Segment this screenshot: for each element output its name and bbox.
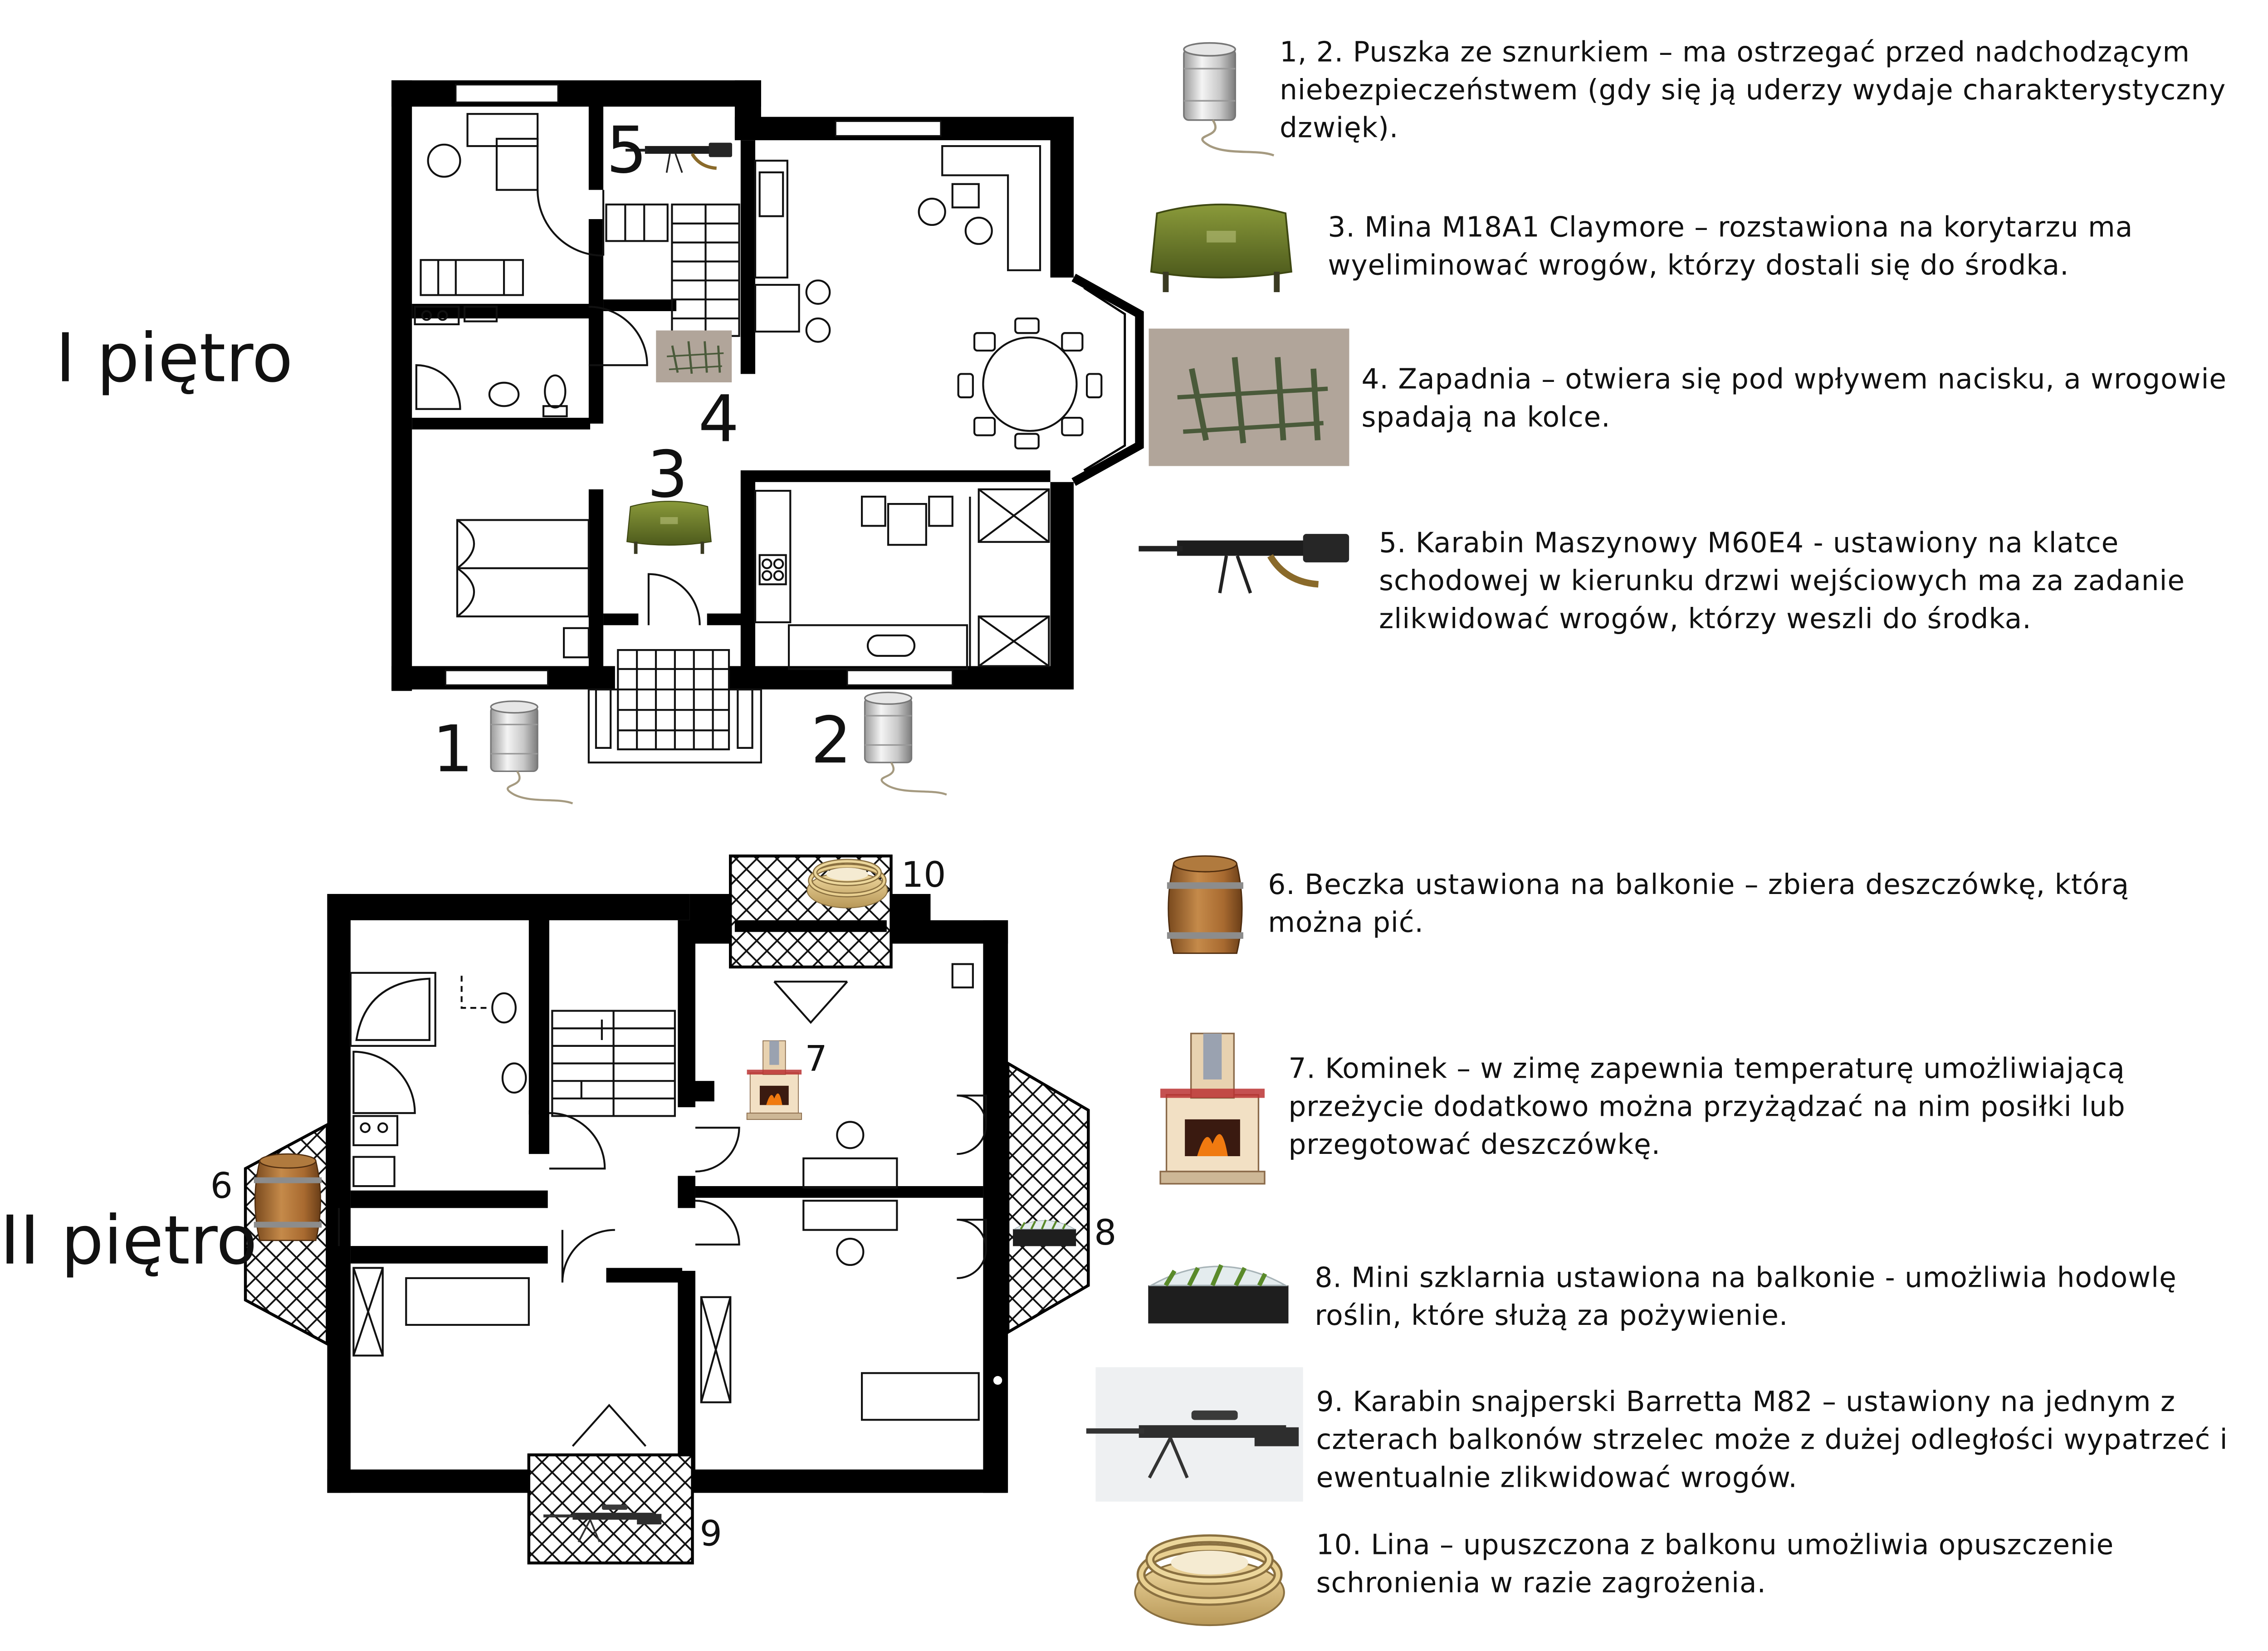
trapdoor-icon <box>1149 328 1349 466</box>
fireplace-icon <box>746 1040 802 1120</box>
legend-item-9: 9. Karabin snajperski Barretta M82 – ust… <box>1316 1386 2228 1495</box>
barrel-icon <box>1166 855 1244 954</box>
legend-item-7: 7. Kominek – w zimę zapewnia temperaturę… <box>1288 1053 2126 1162</box>
legend-item-4: 4. Zapadnia – otwiera się pod wpływem na… <box>1361 363 2227 434</box>
tin-can-icon <box>1184 43 1274 156</box>
second-floor-plan <box>244 854 1090 1565</box>
marker-6: 6 <box>210 1166 233 1206</box>
marker-5: 5 <box>606 113 647 188</box>
marker-10: 10 <box>901 855 946 895</box>
legend-item-10: 10. Lina – upuszczona z balkonu umożliwi… <box>1316 1529 2114 1600</box>
marker-1: 1 <box>432 712 473 786</box>
marker-7: 7 <box>805 1039 827 1080</box>
legend-item-8: 8. Mini szklarnia ustawiona na balkonie … <box>1315 1262 2177 1333</box>
tin-can-icon <box>865 693 947 795</box>
tin-can-icon <box>491 701 572 803</box>
barrel-icon <box>253 1153 323 1241</box>
second-floor-label: II piętro <box>0 1201 258 1280</box>
first-floor-plan <box>391 80 1144 764</box>
marker-4: 4 <box>698 382 739 457</box>
fireplace-icon <box>1159 1032 1266 1185</box>
machine-gun-icon <box>1139 534 1349 593</box>
rope-icon <box>1135 1539 1284 1626</box>
claymore-mine-icon <box>1150 203 1292 293</box>
first-floor-label: I piętro <box>55 318 293 397</box>
marker-3: 3 <box>647 437 688 512</box>
legend-item-3: 3. Mina M18A1 Claymore – rozstawiona na … <box>1328 211 2133 282</box>
plan-markers: 1 2 3 4 5 6 7 8 9 10 <box>210 113 1117 1554</box>
rope-icon <box>807 861 887 908</box>
marker-8: 8 <box>1094 1212 1116 1253</box>
greenhouse-icon <box>1148 1265 1288 1324</box>
legend-item-5: 5. Karabin Maszynowy M60E4 - ustawiony n… <box>1379 527 2185 635</box>
trapdoor-icon <box>656 331 732 382</box>
legend-item-1-2: 1, 2. Puszka ze sznurkiem – ma ostrzegać… <box>1280 36 2226 145</box>
marker-9: 9 <box>700 1513 722 1554</box>
legend-item-6: 6. Beczka ustawiona na balkonie – zbiera… <box>1268 869 2129 939</box>
marker-2: 2 <box>811 703 851 778</box>
